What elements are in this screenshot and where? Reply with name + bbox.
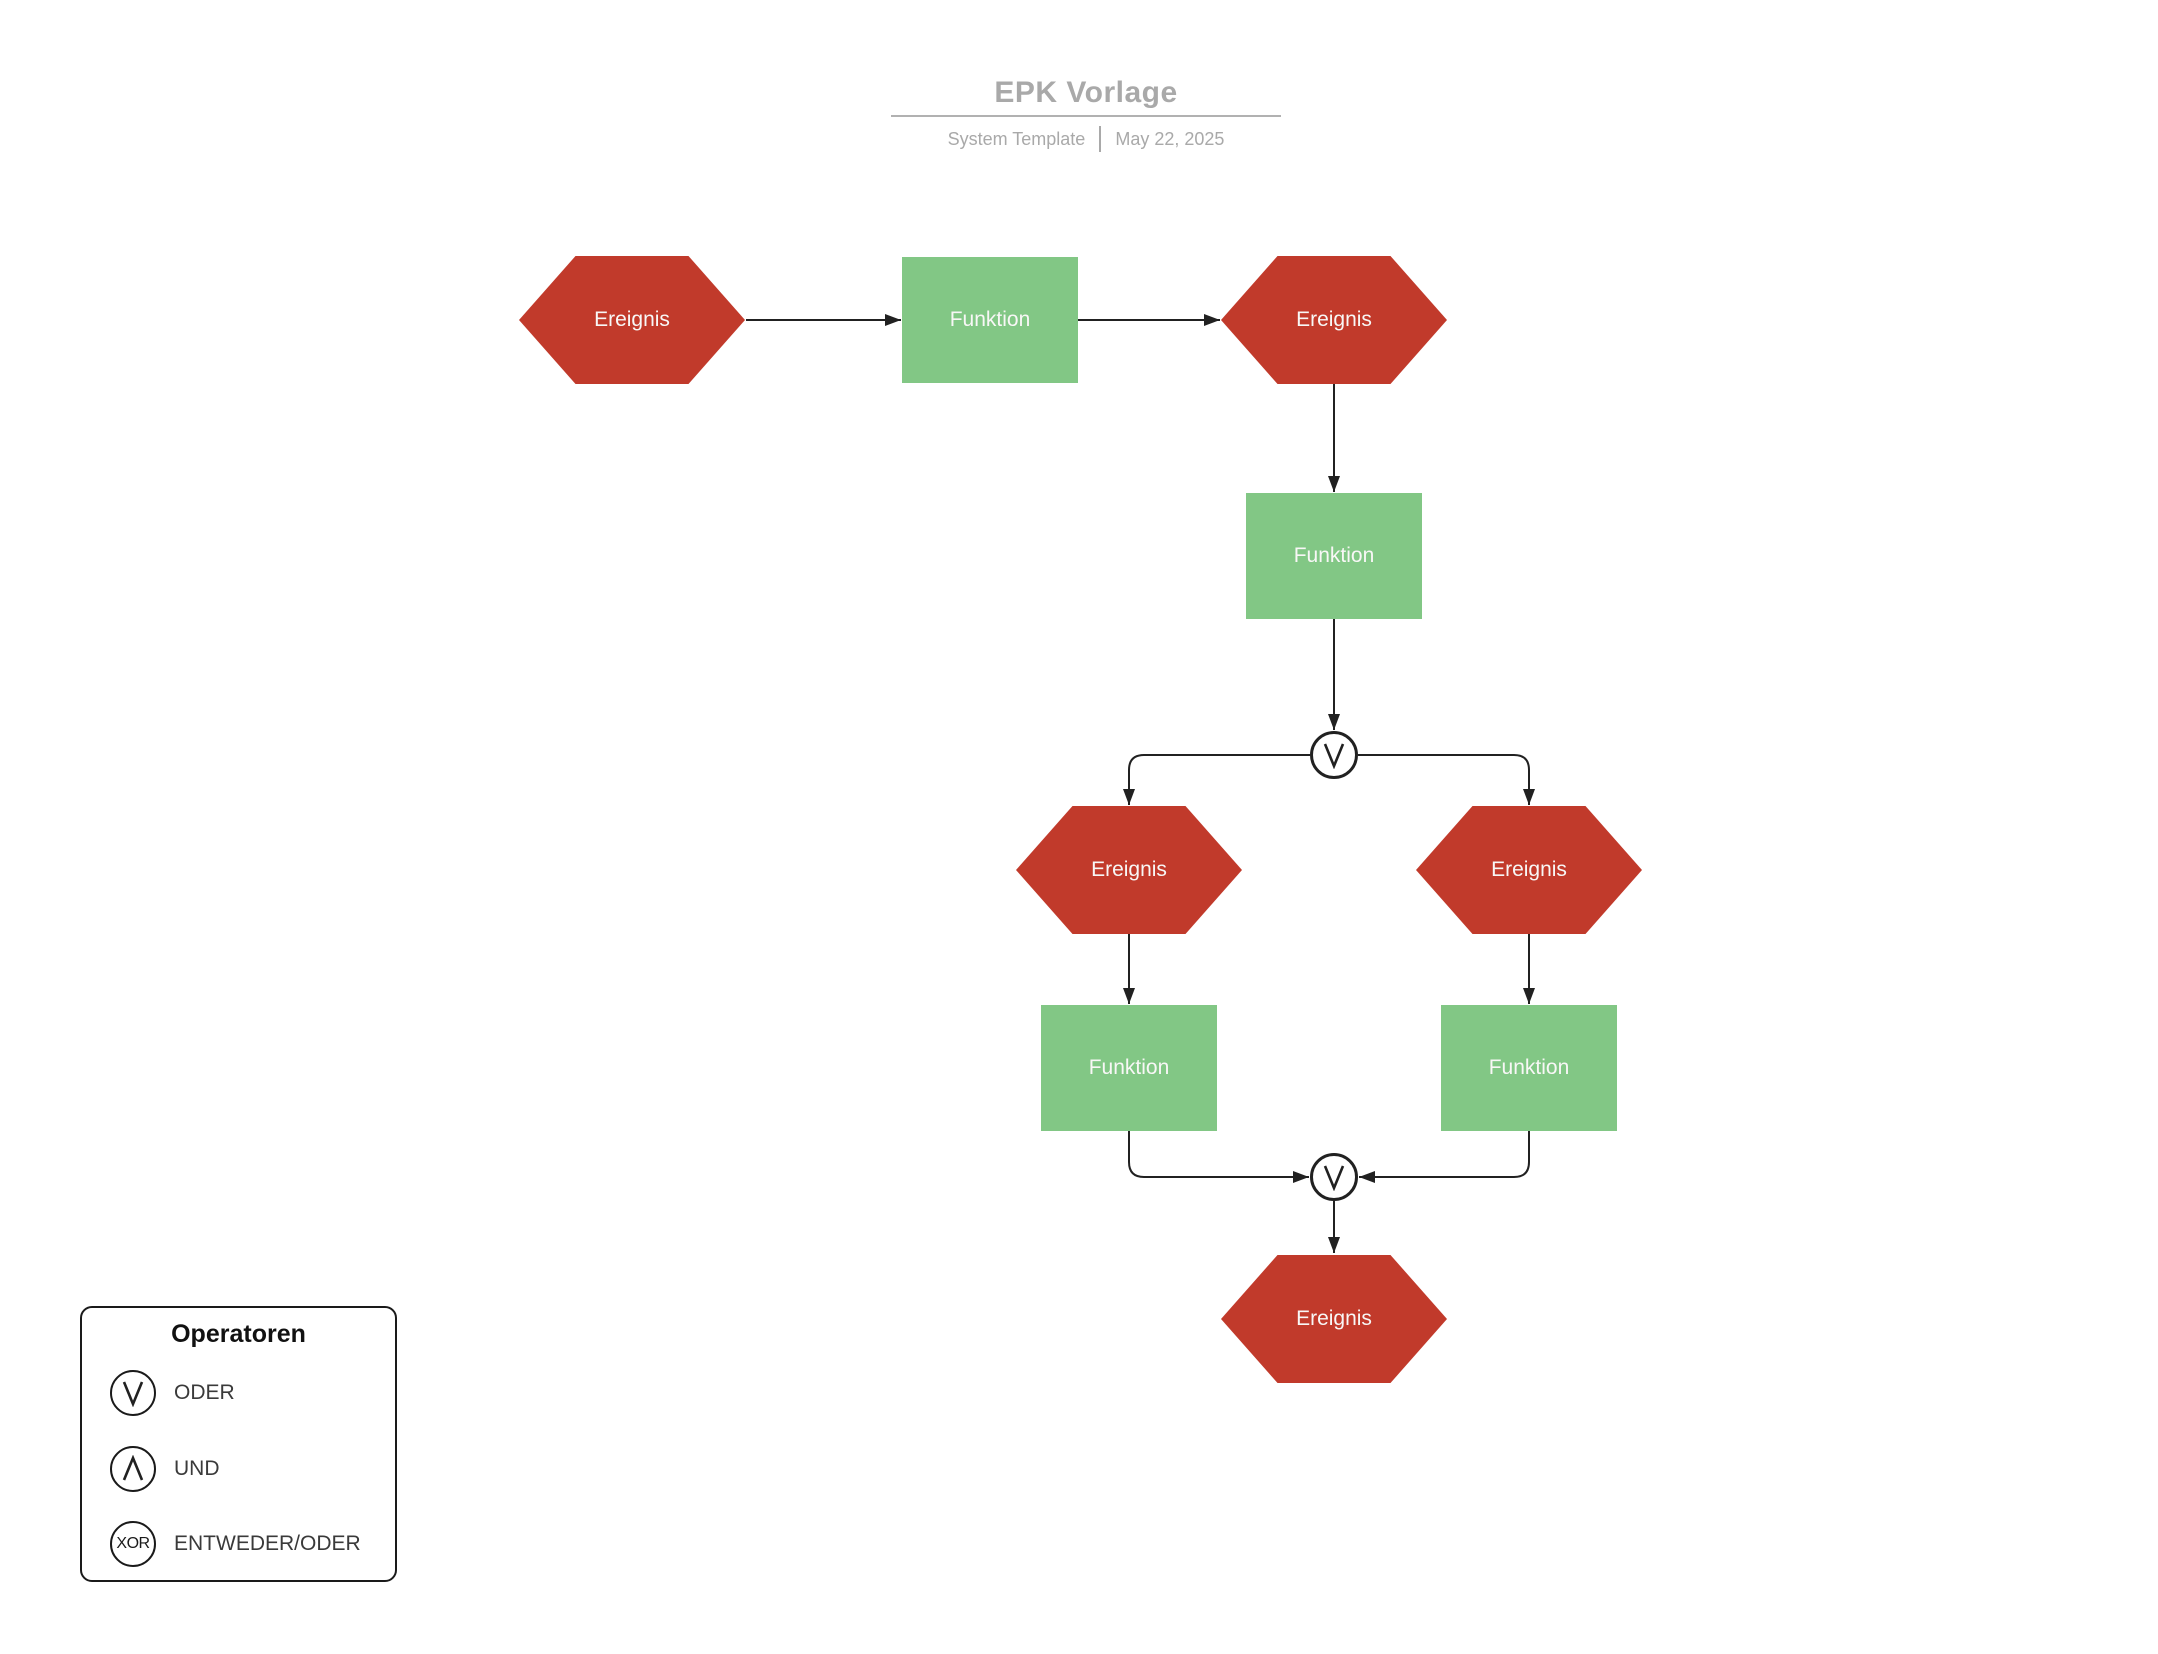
function-node-label: Funktion [949, 308, 1031, 331]
function-node-3[interactable]: Funktion [1041, 1005, 1217, 1131]
subtitle-template-name: System Template [947, 128, 1086, 149]
subtitle-divider [1099, 126, 1102, 152]
legend-row-und: UND [110, 1446, 220, 1492]
function-node-label: Funktion [1293, 544, 1375, 567]
legend-label-entweder-oder: ENTWEDER/ODER [174, 1532, 361, 1555]
event-node-label: Ereignis [1091, 858, 1167, 881]
title-underline [891, 115, 1281, 117]
connector-f3-or2 [1128, 1131, 1309, 1183]
function-node-1[interactable]: Funktion [902, 257, 1078, 383]
diagram-header: EPK Vorlage System Template May 22, 2025 [836, 76, 1336, 152]
legend-label-oder: ODER [174, 1381, 235, 1404]
legend-row-oder: ODER [110, 1370, 235, 1416]
or-v-icon [1323, 743, 1345, 769]
legend-title: Operatoren [171, 1320, 306, 1348]
or-v-icon [122, 1381, 144, 1407]
event-node-1[interactable]: Ereignis [519, 256, 745, 384]
connector-f4-or2 [1359, 1131, 1530, 1183]
and-operator-icon [110, 1446, 156, 1492]
function-node-label: Funktion [1488, 1056, 1570, 1079]
or-operator-split[interactable] [1310, 731, 1358, 779]
function-node-4[interactable]: Funktion [1441, 1005, 1617, 1131]
connector-or1-e4 [1358, 754, 1535, 805]
event-node-label: Ereignis [594, 308, 670, 331]
or-operator-join[interactable] [1310, 1153, 1358, 1201]
diagram-subtitle: System Template May 22, 2025 [836, 126, 1336, 152]
subtitle-date: May 22, 2025 [1115, 128, 1225, 149]
and-caret-icon [122, 1455, 144, 1481]
event-node-label: Ereignis [1296, 1307, 1372, 1330]
event-node-label: Ereignis [1296, 308, 1372, 331]
function-node-2[interactable]: Funktion [1246, 493, 1422, 619]
or-operator-icon [110, 1370, 156, 1416]
legend-label-und: UND [174, 1457, 220, 1480]
xor-text: XOR [116, 1535, 150, 1552]
xor-operator-icon: XOR [110, 1521, 156, 1567]
or-v-icon [1323, 1165, 1345, 1191]
event-node-label: Ereignis [1491, 858, 1567, 881]
legend-operatoren: Operatoren ODER UND XOR ENTWEDER/ODER [80, 1306, 397, 1582]
function-node-label: Funktion [1088, 1056, 1170, 1079]
connector-or1-e3 [1123, 754, 1310, 805]
page-title: EPK Vorlage [994, 76, 1178, 109]
legend-row-entweder-oder: XOR ENTWEDER/ODER [110, 1521, 361, 1567]
